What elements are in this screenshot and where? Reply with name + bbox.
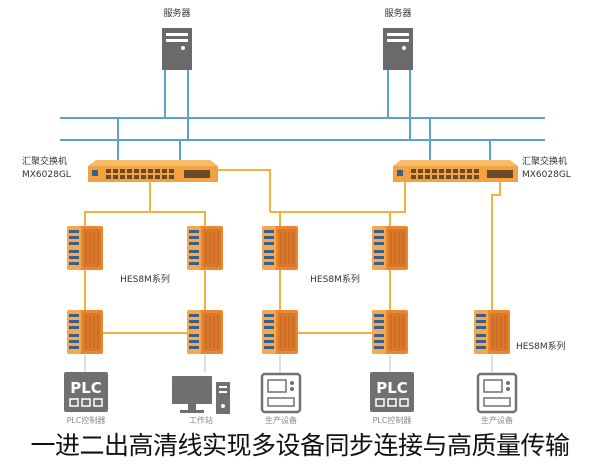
server-icon: [383, 28, 413, 70]
device-label-production-left: 生产设备: [265, 416, 297, 425]
agg-switch-right-name: 汇聚交换机: [522, 157, 568, 167]
device-label-workstation: 工作站: [189, 416, 213, 425]
ring-switch-3: [66, 309, 104, 355]
server-right: [383, 28, 413, 70]
server-left-label: 服务器: [163, 9, 191, 19]
device-label-plc-right: PLC控制器: [372, 416, 412, 425]
aggregation-switch-right: [393, 160, 518, 182]
ring-label-right: HES8M系列: [516, 342, 566, 352]
production-equipment-icon: [476, 372, 518, 414]
end-device-production-left: [260, 372, 302, 414]
server-icon: [162, 28, 192, 70]
workstation-icon: [172, 376, 230, 414]
ring-switch-7: [261, 309, 299, 355]
diagram-caption: 一进二出高清线实现多设备同步连接与高质量传输: [30, 431, 570, 460]
aggregation-switch-icon: [393, 160, 518, 182]
ring-switch-1: [66, 225, 104, 271]
end-device-plc-left: PLC: [64, 372, 108, 412]
production-equipment-icon: [260, 372, 302, 414]
aggregation-switch-left: [88, 160, 218, 182]
end-device-workstation: [172, 376, 230, 414]
plc-badge-text: PLC: [70, 379, 102, 397]
ring-links: [84, 169, 501, 334]
plc-icon: PLC: [64, 372, 108, 412]
ring-switch-2: [186, 225, 224, 271]
ring-switch-4: [186, 309, 224, 355]
device-label-plc-left: PLC控制器: [66, 416, 106, 425]
ring-switch-8: [371, 309, 409, 355]
end-device-plc-right: PLC: [370, 372, 414, 412]
ring-label-left: HES8M系列: [120, 275, 170, 285]
device-links: [84, 355, 493, 372]
agg-switch-right-model: MX6028GL: [522, 170, 571, 180]
plc-icon: PLC: [370, 372, 414, 412]
ring-switch-9: [473, 309, 511, 355]
end-device-production-right: [476, 372, 518, 414]
agg-switch-left-model: MX6028GL: [22, 170, 71, 180]
ring-switch-6: [371, 225, 409, 271]
ring-switch-5: [261, 225, 299, 271]
agg-switch-left-name: 汇聚交换机: [22, 157, 68, 167]
server-right-label: 服务器: [384, 9, 412, 19]
backbone-bus: [60, 70, 545, 160]
server-left: [162, 28, 192, 70]
plc-badge-text: PLC: [376, 379, 408, 397]
aggregation-switch-icon: [88, 160, 218, 182]
ring-label-middle: HES8M系列: [310, 275, 360, 285]
device-label-production-right: 生产设备: [481, 416, 513, 425]
